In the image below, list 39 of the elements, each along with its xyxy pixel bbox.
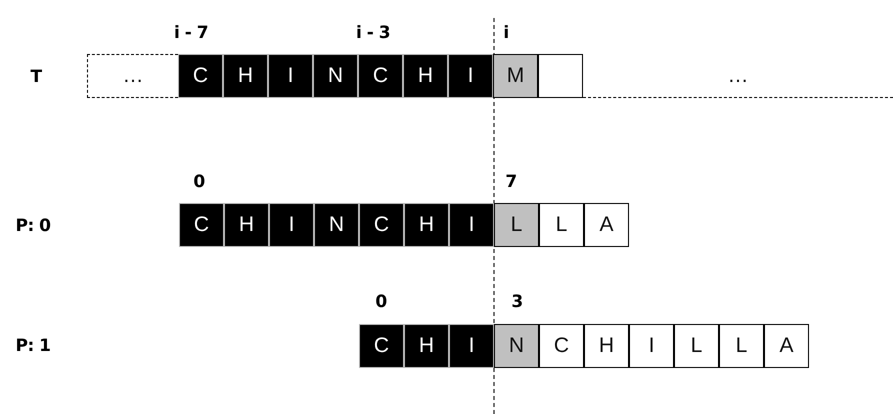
letter-cell: C [359, 203, 404, 247]
letter-cell: L [494, 203, 539, 247]
letter-cell: I [449, 203, 494, 247]
letter-cell: M [493, 54, 538, 98]
letter-cell: H [584, 324, 629, 368]
index-label: i - 3 [356, 23, 390, 43]
index-label: i - 7 [174, 23, 208, 43]
letter-cell: A [764, 324, 809, 368]
index-label: 0 [193, 172, 205, 192]
letter-cell: I [268, 54, 313, 98]
letter-cell: H [223, 54, 268, 98]
row-label: P: 1 [16, 336, 50, 356]
row-label: T [30, 67, 42, 87]
letter-cell: C [359, 324, 404, 368]
letter-cell: C [179, 203, 224, 247]
letter-cell: H [224, 203, 269, 247]
index-label: i [503, 23, 509, 43]
letter-cell: I [629, 324, 674, 368]
letter-cell: C [539, 324, 584, 368]
letter-cell: I [449, 324, 494, 368]
letter-cell: L [674, 324, 719, 368]
letter-cell: I [448, 54, 493, 98]
letter-cell: L [539, 203, 584, 247]
letter-cell: A [584, 203, 629, 247]
letter-cell: H [404, 203, 449, 247]
letter-cell: L [719, 324, 764, 368]
row-label: P: 0 [16, 216, 50, 236]
letter-cell: N [314, 203, 359, 247]
letter-cell: H [404, 324, 449, 368]
index-label: 7 [505, 172, 517, 192]
letter-cell: N [313, 54, 358, 98]
letter-cell: C [358, 54, 403, 98]
letter-cell: N [494, 324, 539, 368]
letter-cell: H [403, 54, 448, 98]
letter-cell: I [269, 203, 314, 247]
ellipsis-box: … [87, 54, 178, 98]
letter-cell: C [178, 54, 223, 98]
index-label: 0 [375, 292, 387, 312]
index-label: 3 [511, 292, 523, 312]
